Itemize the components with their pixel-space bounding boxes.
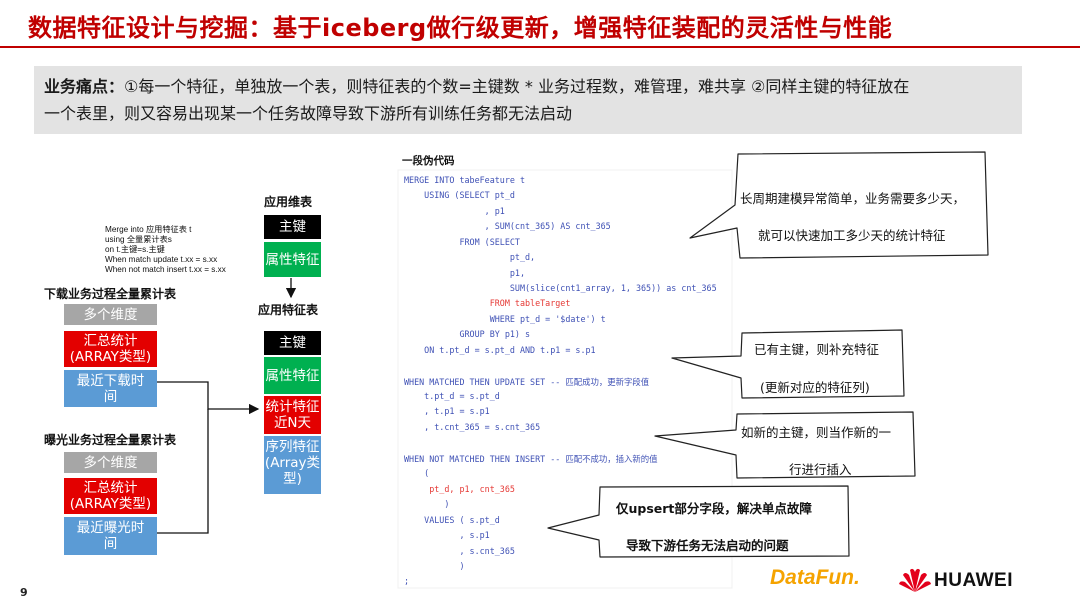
code-line: FROM tableTarget — [404, 298, 571, 308]
download-recent-box: 最近下载时 间 — [64, 370, 157, 407]
page-title: 数据特征设计与挖掘：基于iceberg做行级更新，增强特征装配的灵活性与性能 — [28, 14, 893, 42]
download-table-label: 下载业务过程全量累计表 — [44, 287, 177, 301]
pain-point-banner: 业务痛点：①每一个特征，单独放一个表，则特征表的个数=主键数 * 业务过程数，难… — [34, 66, 1022, 134]
sql-note-line: on t.主键=s.主键 — [105, 245, 165, 254]
callout-3-line-2: 行进行插入 — [789, 462, 852, 477]
code-line: ) — [404, 499, 450, 509]
code-line: WHEN MATCHED THEN UPDATE SET -- 匹配成功，更新字… — [404, 377, 650, 387]
callout-2-line-1: 已有主键，则补充特征 — [754, 342, 880, 357]
code-line: pt_d, — [404, 252, 536, 262]
huawei-flower-icon — [899, 568, 931, 592]
pain-point-line-1: 业务痛点：①每一个特征，单独放一个表，则特征表的个数=主键数 * 业务过程数，难… — [44, 73, 1012, 100]
code-line: , p1 — [404, 206, 505, 216]
code-line: ON t.pt_d = s.pt_d AND t.p1 = s.p1 — [404, 345, 596, 355]
pain-point-label: 业务痛点： — [44, 77, 125, 96]
sql-note-line: When not match insert t.xx = s.xx — [105, 265, 226, 274]
download-dims-box: 多个维度 — [64, 304, 157, 325]
sql-note-line: When match update t.xx = s.xx — [105, 255, 218, 264]
code-line: WHEN NOT MATCHED THEN INSERT -- 匹配不成功，插入… — [404, 454, 658, 464]
pseudo-code-block: MERGE INTO tabeFeature t USING (SELECT p… — [398, 170, 732, 588]
pain-point-text-2: 一个表里，则又容易出现某一个任务故障导致下游所有训练任务都无法启动 — [44, 104, 573, 123]
download-stats-box: 汇总统计 (ARRAY类型) — [64, 331, 157, 367]
callout-4-line-1: 仅upsert部分字段，解决单点故障 — [616, 501, 812, 516]
code-line: , SUM(cnt_365) AS cnt_365 — [404, 221, 611, 231]
exposure-stats-box: 汇总统计 (ARRAY类型) — [64, 478, 157, 514]
feature-table-label: 应用特征表 — [258, 303, 319, 317]
callout-3-bubble — [654, 411, 916, 479]
code-line: GROUP BY p1) s — [404, 329, 531, 339]
callout-1-line-2: 就可以快速加工多少天的统计特征 — [758, 228, 946, 243]
code-line: , t.p1 = s.p1 — [404, 406, 490, 416]
dim-attr-box: 属性特征 — [264, 242, 321, 277]
feature-key-box: 主键 — [264, 331, 321, 355]
code-line: WHERE pt_d = '$date') t — [404, 314, 606, 324]
page-number: 9 — [20, 586, 28, 599]
datafun-logo: DataFun. — [770, 566, 860, 589]
dim-table-label: 应用维表 — [264, 195, 313, 209]
code-line: t.pt_d = s.pt_d — [404, 391, 500, 401]
callout-1-bubble — [689, 151, 989, 259]
code-line: , s.p1 — [404, 530, 490, 540]
callout-2-line-2: (更新对应的特征列) — [760, 380, 870, 395]
code-line: p1, — [404, 268, 526, 278]
callout-4-line-2: 导致下游任务无法启动的问题 — [626, 538, 789, 553]
huawei-logo-text: HUAWEI — [934, 570, 1013, 591]
exposure-dims-box: 多个维度 — [64, 452, 157, 473]
exposure-table-label: 曝光业务过程全量累计表 — [44, 433, 177, 447]
code-line: VALUES ( s.pt_d — [404, 515, 500, 525]
code-line: pt_d, p1, cnt_365 — [404, 484, 515, 494]
exposure-to-feature-line — [157, 409, 209, 534]
code-line: ; — [404, 576, 410, 586]
feature-stats-box: 统计特征 近N天 — [264, 396, 321, 434]
code-line: , s.cnt_365 — [404, 546, 515, 556]
title-divider — [0, 46, 1080, 48]
code-line: MERGE INTO tabeFeature t — [404, 175, 526, 185]
feature-attr-box: 属性特征 — [264, 357, 321, 394]
sql-note-line: Merge into 应用特征表 t — [105, 225, 192, 234]
code-line: ) — [404, 561, 465, 571]
code-line: USING (SELECT pt_d — [404, 190, 515, 200]
pain-point-text-1: ①每一个特征，单独放一个表，则特征表的个数=主键数 * 业务过程数，难管理，难共… — [124, 77, 910, 96]
code-title: 一段伪代码 — [402, 155, 455, 167]
code-line: , t.cnt_365 = s.cnt_365 — [404, 422, 541, 432]
dim-key-box: 主键 — [264, 215, 321, 239]
callout-1-line-1: 长周期建模异常简单，业务需要多少天， — [740, 191, 966, 206]
callout-4-bubble — [547, 485, 850, 558]
callout-2-bubble — [671, 329, 905, 399]
merge-sql-note: Merge into 应用特征表 t using 全量累计表s on t.主键=… — [105, 225, 265, 275]
exposure-recent-box: 最近曝光时 间 — [64, 517, 157, 555]
feature-seq-box: 序列特征 (Array类 型) — [264, 436, 321, 494]
code-line: FROM (SELECT — [404, 237, 520, 247]
code-line: SUM(slice(cnt1_array, 1, 365)) as cnt_36… — [404, 283, 717, 293]
callout-3-line-1: 如新的主键，则当作新的一 — [741, 425, 892, 440]
code-line: ( — [404, 468, 430, 478]
download-to-feature-arrow — [157, 381, 260, 415]
sql-note-line: using 全量累计表s — [105, 235, 172, 244]
